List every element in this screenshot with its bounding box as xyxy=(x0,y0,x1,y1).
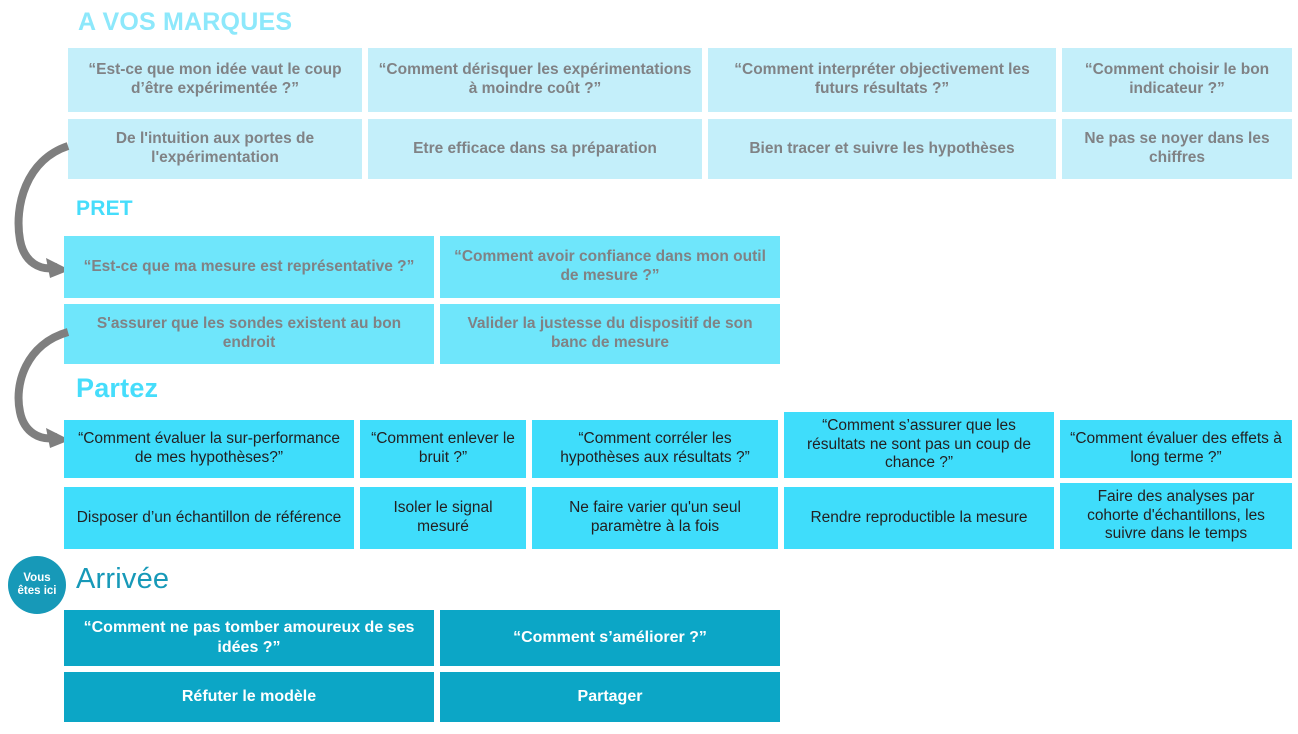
question-text: “Comment interpréter objectivement les f… xyxy=(734,61,1030,97)
section-title-partez: Partez xyxy=(76,373,159,403)
answer-text: Ne pas se noyer dans les chiffres xyxy=(1084,130,1270,166)
answer-card[interactable]: Ne pas se noyer dans les chiffres xyxy=(1062,119,1292,179)
question-text: “Comment ne pas tomber amoureux de ses i… xyxy=(83,619,415,656)
answer-card[interactable]: Rendre reproductible la mesure xyxy=(784,487,1054,549)
question-card[interactable]: “Comment évaluer des effets à long terme… xyxy=(1060,420,1292,478)
answer-text: Disposer d’un échantillon de référence xyxy=(76,508,342,526)
answer-card[interactable]: Bien tracer et suivre les hypothèses xyxy=(708,119,1056,179)
question-text: “Comment choisir le bon indicateur ?” xyxy=(1084,61,1270,97)
question-card[interactable]: “Comment corréler les hypothèses aux rés… xyxy=(532,420,778,478)
question-card[interactable]: “Comment avoir confiance dans mon outil … xyxy=(440,236,780,298)
answer-card[interactable]: Disposer d’un échantillon de référence xyxy=(64,487,354,549)
question-text: “Comment s’assurer que les résultats ne … xyxy=(806,416,1032,472)
question-card[interactable]: “Comment interpréter objectivement les f… xyxy=(708,48,1056,112)
answer-text: Etre efficace dans sa préparation xyxy=(413,139,657,157)
answer-text: S'assurer que les sondes existent au bon… xyxy=(96,315,402,351)
question-text: “Comment s’améliorer ?” xyxy=(513,629,707,647)
answer-card[interactable]: Valider la justesse du dispositif de son… xyxy=(440,304,780,364)
question-text: “Comment enlever le bruit ?” xyxy=(371,430,515,466)
answer-text: Partager xyxy=(577,688,643,706)
answer-card[interactable]: Isoler le signal mesuré xyxy=(360,487,526,549)
answer-text: Valider la justesse du dispositif de son… xyxy=(467,315,753,351)
section-title-a-vos-marques: A VOS MARQUES xyxy=(78,8,293,36)
question-card[interactable]: “Est-ce que ma mesure est représentative… xyxy=(64,236,434,298)
answer-text: Rendre reproductible la mesure xyxy=(810,508,1028,526)
answer-card[interactable]: S'assurer que les sondes existent au bon… xyxy=(64,304,434,364)
badge-line-2: êtes ici xyxy=(17,585,57,597)
answer-card[interactable]: Réfuter le modèle xyxy=(64,672,434,722)
question-card[interactable]: “Est-ce que mon idée vaut le coup d’être… xyxy=(68,48,362,112)
answer-text: Isoler le signal mesuré xyxy=(393,499,493,535)
section-title-arrivee: Arrivée xyxy=(76,563,170,595)
answer-card[interactable]: Faire des analyses par cohorte d'échanti… xyxy=(1060,483,1292,549)
question-card[interactable]: “Comment choisir le bon indicateur ?” xyxy=(1062,48,1292,112)
answer-text: Bien tracer et suivre les hypothèses xyxy=(749,139,1015,157)
answer-card[interactable]: De l'intuition aux portes de l'expérimen… xyxy=(68,119,362,179)
answer-text: Ne faire varier qu'un seul paramètre à l… xyxy=(569,499,741,535)
question-card[interactable]: “Comment enlever le bruit ?” xyxy=(360,420,526,478)
answer-text: Réfuter le modèle xyxy=(181,688,317,706)
answer-card[interactable]: Ne faire varier qu'un seul paramètre à l… xyxy=(532,487,778,549)
question-text: “Comment corréler les hypothèses aux rés… xyxy=(560,430,750,466)
section-title-pret: PRET xyxy=(76,197,133,220)
answer-text: De l'intuition aux portes de l'expérimen… xyxy=(115,130,315,166)
answer-card[interactable]: Etre efficace dans sa préparation xyxy=(368,119,702,179)
question-card[interactable]: “Comment s’améliorer ?” xyxy=(440,610,780,666)
question-text: “Comment dérisquer les expérimentations … xyxy=(378,61,692,97)
question-card[interactable]: “Comment s’assurer que les résultats ne … xyxy=(784,412,1054,478)
question-text: “Comment avoir confiance dans mon outil … xyxy=(454,248,766,284)
badge-line-1: Vous xyxy=(23,571,51,584)
question-text: “Comment évaluer la sur-performance de m… xyxy=(78,430,340,466)
question-card[interactable]: “Comment ne pas tomber amoureux de ses i… xyxy=(64,610,434,666)
you-are-here-badge[interactable]: Vous êtes ici xyxy=(8,556,66,614)
question-text: “Est-ce que mon idée vaut le coup d’être… xyxy=(88,61,342,97)
answer-text: Faire des analyses par cohorte d'échanti… xyxy=(1087,487,1265,543)
question-text: “Est-ce que ma mesure est représentative… xyxy=(83,257,415,275)
question-card[interactable]: “Comment dérisquer les expérimentations … xyxy=(368,48,702,112)
question-text: “Comment évaluer des effets à long terme… xyxy=(1070,430,1282,466)
answer-card[interactable]: Partager xyxy=(440,672,780,722)
question-card[interactable]: “Comment évaluer la sur-performance de m… xyxy=(64,420,354,478)
